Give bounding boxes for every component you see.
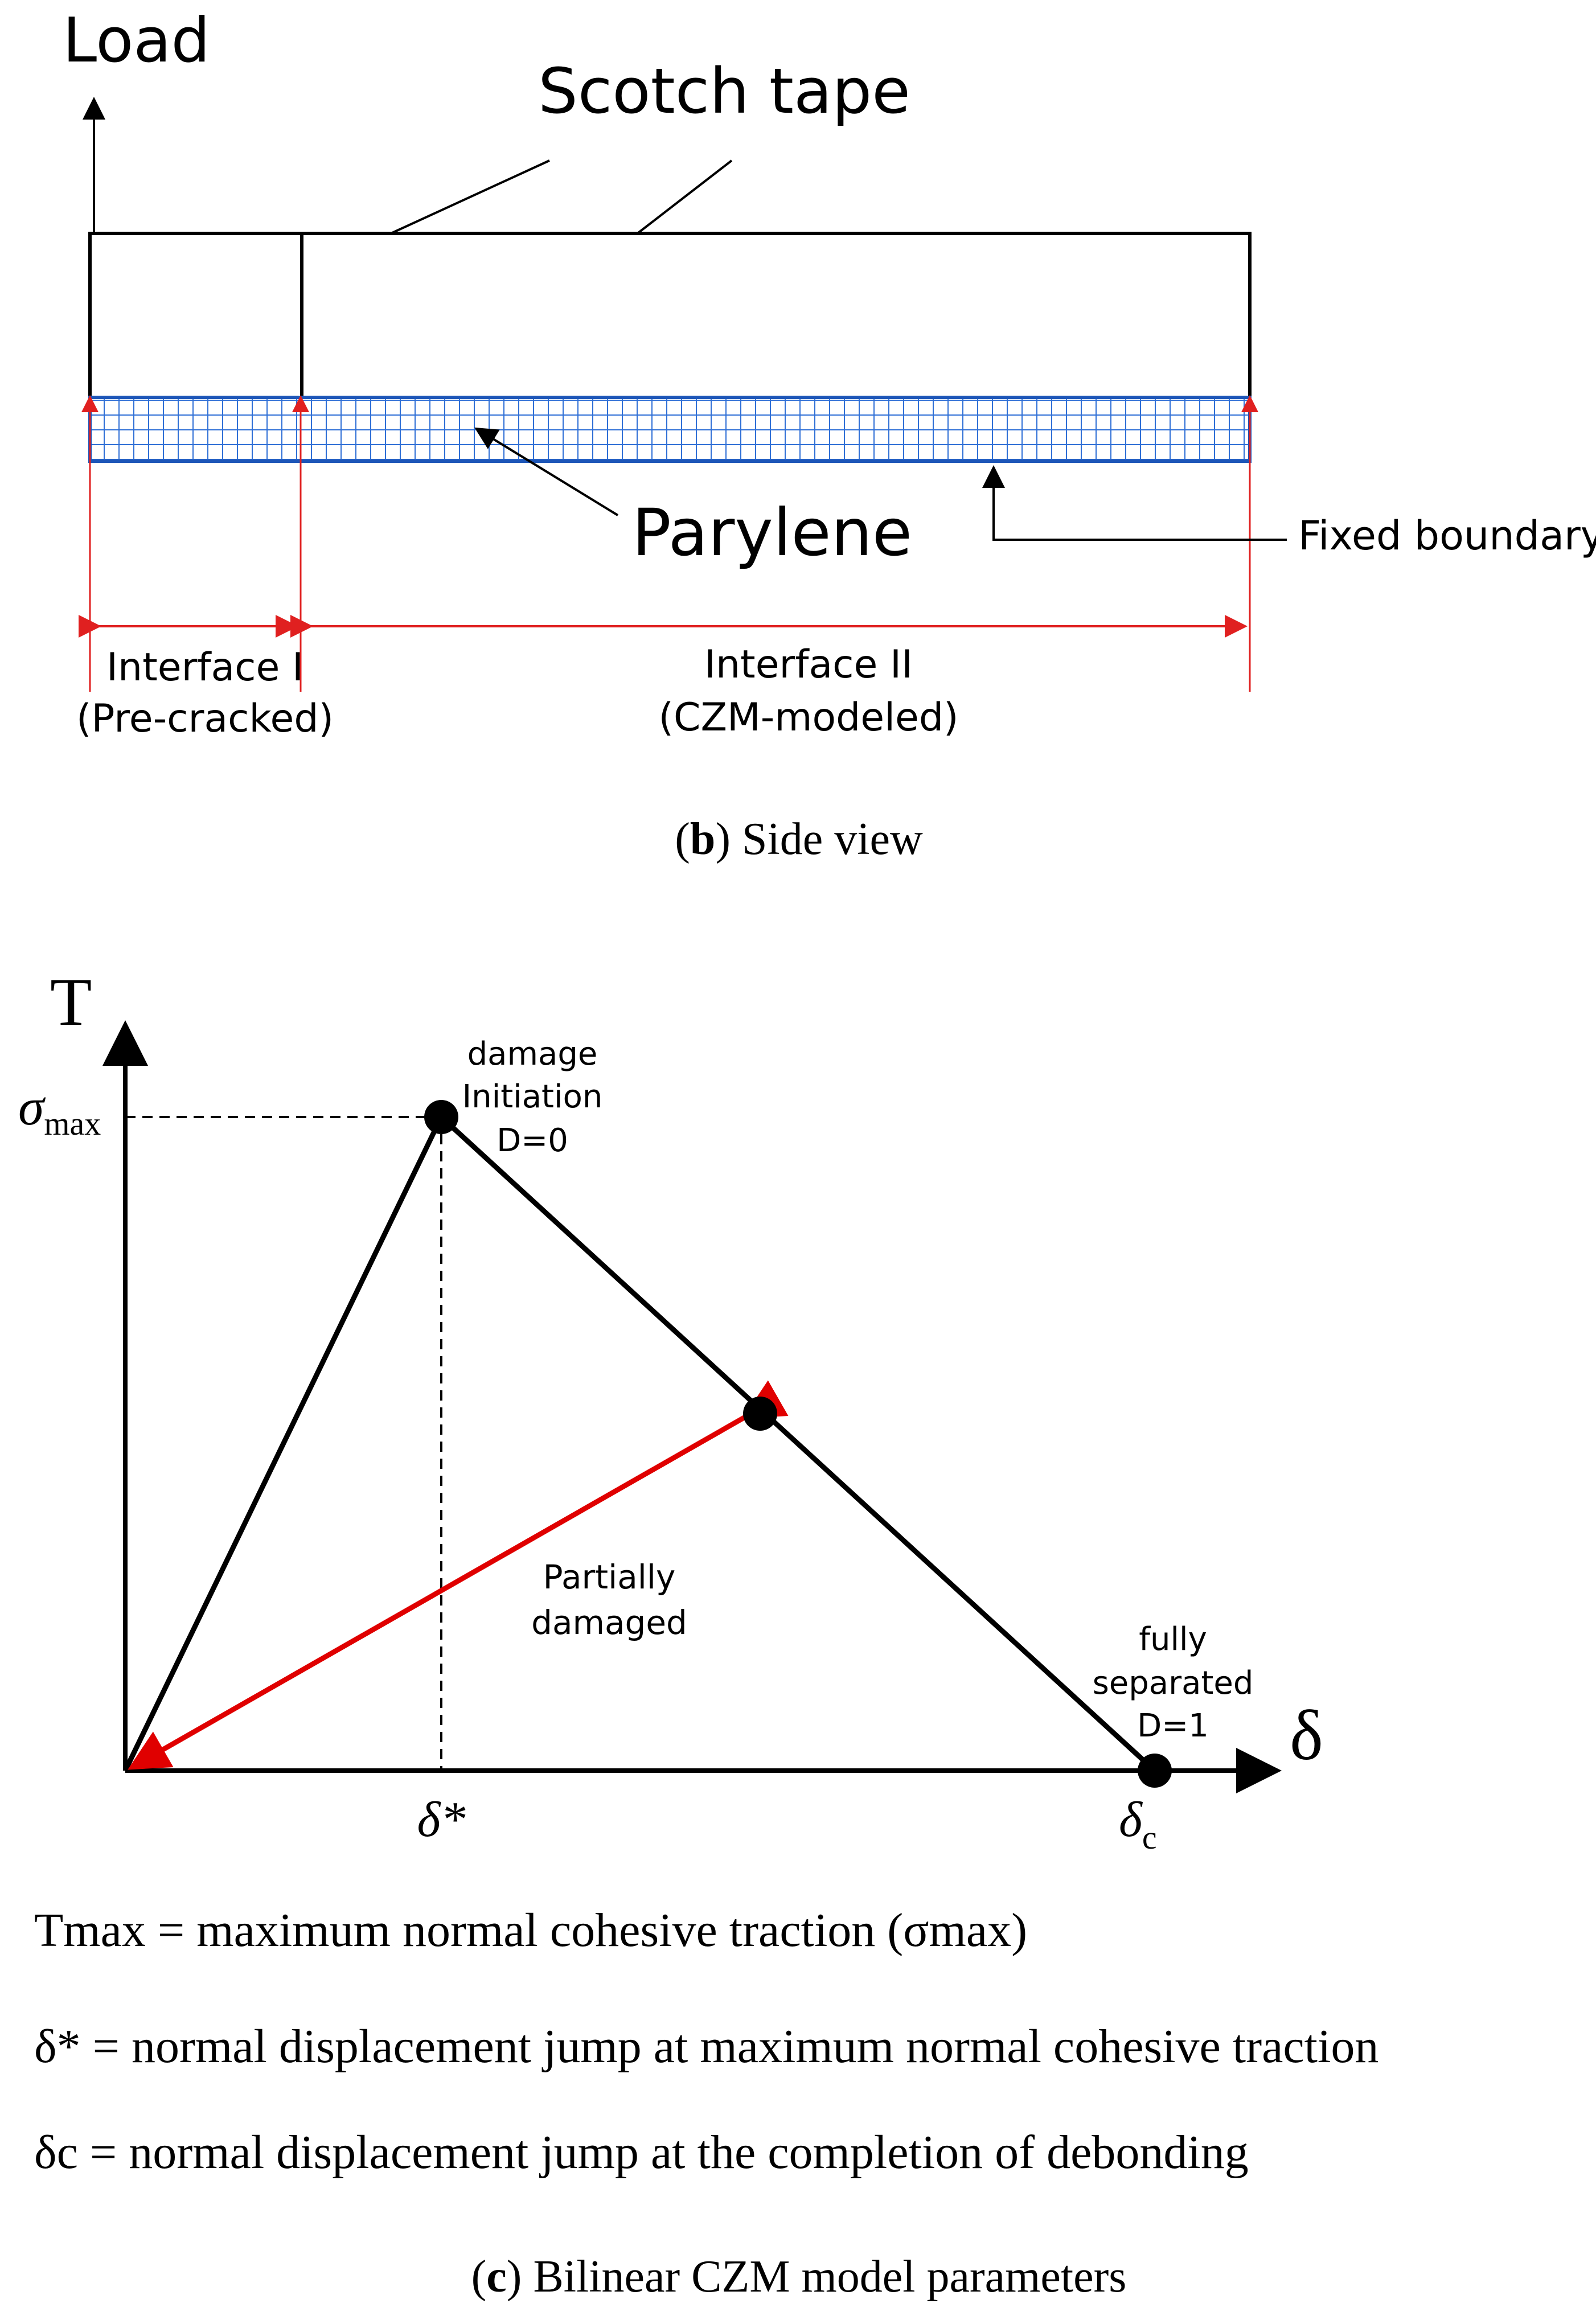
- x-axis-label: δ: [1290, 1697, 1323, 1775]
- partial-label-1: Partially: [543, 1558, 676, 1596]
- interface2-line2: (CZM-modeled): [658, 695, 958, 740]
- czm-plot: T δ σmax damage Initiation D=0 Partially…: [18, 964, 1323, 1856]
- load-label: Load: [63, 5, 210, 76]
- sigma-max-label: σmax: [18, 1078, 101, 1142]
- parylene-pointer: [474, 427, 619, 516]
- end-label-3: D=1: [1137, 1707, 1209, 1744]
- definition-tmax: Tmax = maximum normal cohesive traction …: [34, 1904, 1027, 1957]
- peak-point: [424, 1100, 458, 1134]
- definitions: Tmax = maximum normal cohesive traction …: [34, 1904, 1378, 2179]
- interface1-line2: (Pre-cracked): [76, 696, 334, 741]
- parylene-mesh: [88, 396, 1252, 463]
- delta-star-label: δ*: [417, 1792, 466, 1847]
- interface2-line1: Interface II: [704, 642, 913, 687]
- softening-branch: [439, 1115, 1157, 1773]
- scotch-tape-block: [88, 232, 1252, 399]
- partial-label-2: damaged: [531, 1603, 687, 1642]
- peak-label-2: Initiation: [462, 1078, 603, 1115]
- loading-branch: [122, 1116, 444, 1772]
- scotch-tape-label: Scotch tape: [538, 55, 910, 128]
- peak-label-1: damage: [467, 1036, 598, 1073]
- end-label-2: separated: [1093, 1665, 1254, 1702]
- delta-c-label: δc: [1119, 1792, 1157, 1856]
- fixed-boundary-label: Fixed boundary: [1298, 512, 1596, 559]
- end-label-1: fully: [1139, 1621, 1207, 1658]
- caption-b: (b) Side view: [675, 814, 923, 864]
- definition-delta-c: δc = normal displacement jump at the com…: [34, 2126, 1249, 2179]
- caption-c: (c) Bilinear CZM model parameters: [471, 2252, 1127, 2302]
- definition-delta-star: δ* = normal displacement jump at maximum…: [34, 2020, 1378, 2073]
- fixed-boundary-leader: [982, 465, 1287, 541]
- side-view: Load Scotch tape Parylene Fixed boundary…: [63, 5, 1596, 864]
- peak-label-3: D=0: [497, 1122, 568, 1159]
- unloading-path: [128, 1380, 789, 1770]
- y-axis-label: T: [50, 964, 92, 1040]
- interface1-line1: Interface I: [106, 645, 303, 690]
- partial-point: [743, 1397, 777, 1431]
- end-point: [1138, 1754, 1172, 1788]
- parylene-label: Parylene: [632, 495, 912, 570]
